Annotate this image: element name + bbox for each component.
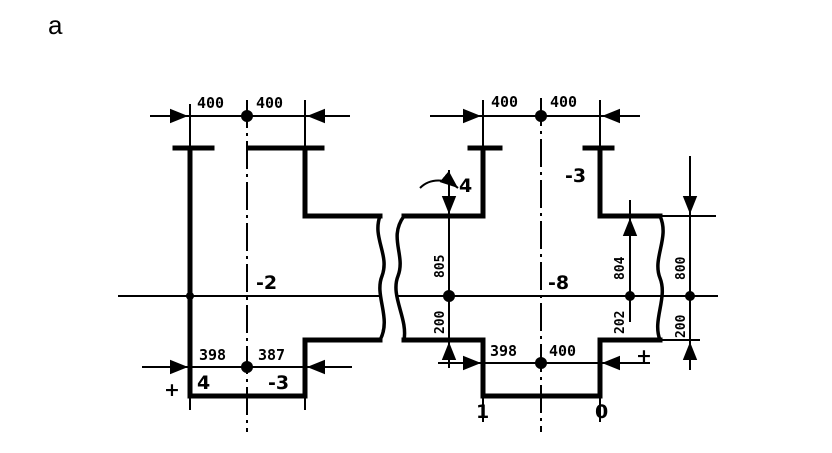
right-bottom-node xyxy=(535,357,547,369)
left-label-bottom-right: -3 xyxy=(268,372,289,394)
left-axis-node xyxy=(186,292,194,300)
left-top-node xyxy=(241,110,253,122)
left-bottom-node xyxy=(241,361,253,373)
right-dim-top-left: 400 xyxy=(491,93,518,111)
break-line-right xyxy=(394,214,407,341)
left-dim-top-right: 400 xyxy=(256,94,283,112)
right-dim-top-right: 400 xyxy=(550,93,577,111)
break-line-left xyxy=(376,215,386,341)
break-line-far-right xyxy=(655,215,665,341)
left-label-center: -2 xyxy=(256,272,277,294)
right-part: 400 400 805 200 4 398 400 804 202 800 20… xyxy=(401,93,716,432)
right-part-lower-outline xyxy=(401,337,663,399)
right-dim-left-upper: 805 xyxy=(433,255,448,278)
right-dim-left-lower: 200 xyxy=(433,310,448,334)
right-label-bottom-left: 1 xyxy=(476,401,489,423)
left-part: 400 400 398 387 -2 4 -3 + xyxy=(142,94,383,432)
right-dim-far-right-lower: 200 xyxy=(674,314,689,338)
left-label-bottom-left: 4 xyxy=(197,372,210,394)
right-right-vdim-node xyxy=(625,291,635,301)
left-dim-bottom-left: 398 xyxy=(199,346,226,364)
right-dim-right-upper: 804 xyxy=(613,256,628,280)
left-sign-bottom-left: + xyxy=(164,379,180,401)
right-sign-bottom-right: + xyxy=(636,345,652,367)
right-dim-bottom-left: 398 xyxy=(490,342,517,360)
right-label-center: -8 xyxy=(548,272,569,294)
right-dim-far-right-upper: 800 xyxy=(674,256,689,280)
left-dim-top-left: 400 xyxy=(197,94,224,112)
right-label-bottom-right: 0 xyxy=(595,401,608,423)
rotation-arrow xyxy=(419,170,459,189)
right-left-vdim-node xyxy=(443,290,455,302)
right-dim-bottom-right: 400 xyxy=(549,342,576,360)
left-dim-bottom-right: 387 xyxy=(258,346,285,364)
far-right-vdim-node xyxy=(685,291,695,301)
right-label-top-right: -3 xyxy=(565,165,586,187)
panel-label: a xyxy=(48,10,63,40)
right-dim-right-lower: 202 xyxy=(613,311,628,334)
right-part-outline xyxy=(401,145,663,219)
right-top-node xyxy=(535,110,547,122)
right-label-top-arrow: 4 xyxy=(459,175,472,197)
